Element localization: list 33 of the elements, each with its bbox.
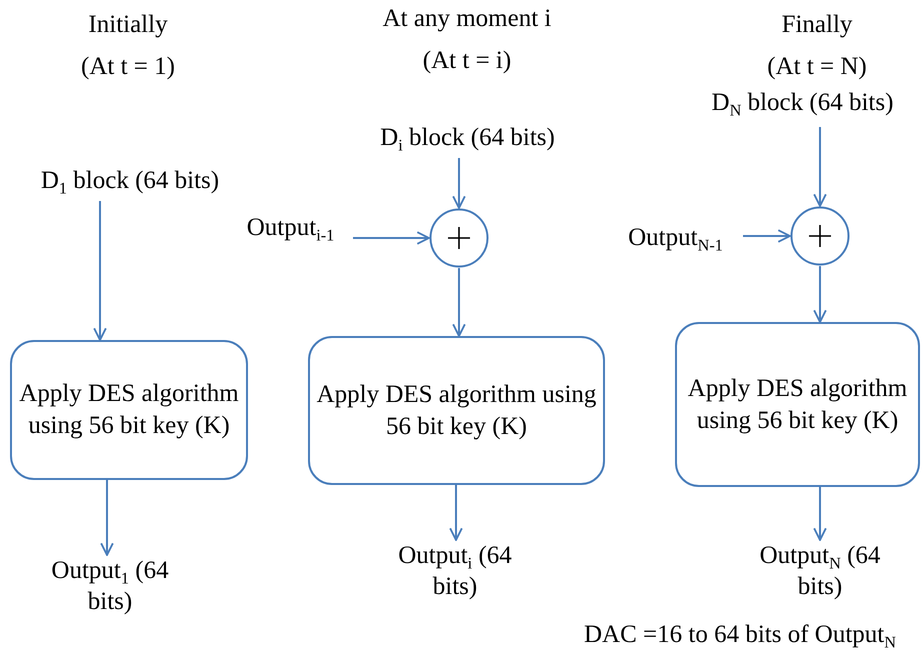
process-text: Apply DES algorithm using 56 bit key (K): [18, 379, 240, 441]
arrow: [452, 158, 466, 209]
flow-label: D$_{N}$ block (64 bits): [690, 87, 915, 127]
flow-label: Output$_{N-1}$: [608, 222, 743, 262]
stage-heading: At any moment i: [382, 4, 552, 34]
flow-label: Output$_{i}$ (64 bits): [390, 540, 520, 610]
stage-heading: (At t = N): [767, 52, 867, 82]
process-text: Apply DES algorithm using 56 bit key (K): [316, 380, 598, 442]
stage-heading: Finally: [782, 10, 852, 40]
flow-label: D$_{1}$ block (64 bits): [20, 165, 240, 201]
stage-heading: (At t = i): [422, 46, 512, 76]
process-box: [308, 336, 605, 485]
arrow: [353, 231, 430, 245]
arrow: [813, 487, 827, 541]
arrow: [813, 127, 827, 207]
stage-heading: Initially: [88, 10, 168, 40]
stage-heading: DAC =16 to 64 bits of Output$_{N}$: [584, 620, 896, 650]
arrow: [93, 201, 107, 341]
xor-circle: [429, 208, 489, 268]
arrow: [813, 266, 827, 323]
flow-label: Output$_{i-1}$: [228, 212, 353, 252]
arrow: [100, 480, 114, 556]
process-text: Apply DES algorithm using 56 bit key (K): [686, 374, 908, 436]
process-box: [675, 322, 920, 487]
stage-heading: (At t = 1): [81, 52, 175, 82]
arrow: [743, 229, 791, 243]
arrow: [449, 485, 463, 541]
process-box: [10, 340, 248, 480]
arrow: [452, 268, 466, 337]
flow-label: Output$_{1}$ (64 bits): [45, 555, 175, 621]
xor-circle: [790, 206, 850, 266]
flow-label: D$_{i}$ block (64 bits): [355, 122, 580, 158]
flow-label: Output$_{N}$ (64 bits): [755, 540, 885, 610]
